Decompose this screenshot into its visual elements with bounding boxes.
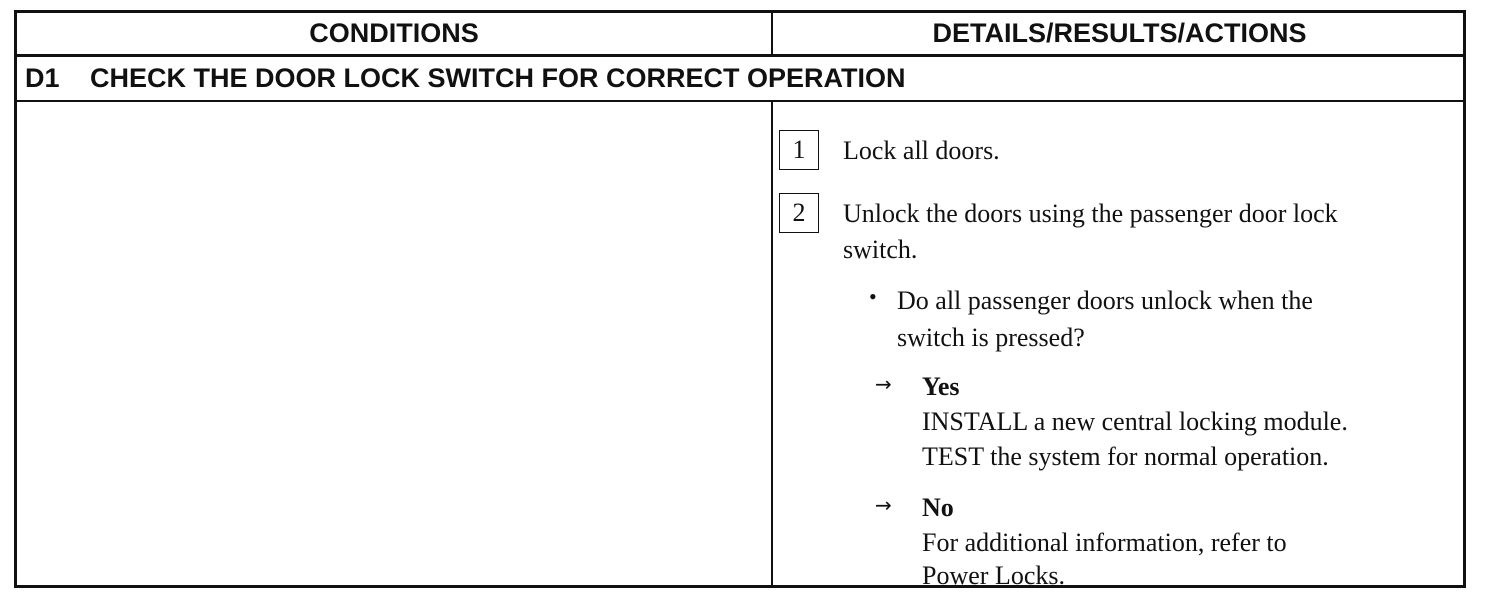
details-cell: 1 Lock all doors. 2 Unlock the doors usi… (773, 102, 1466, 590)
body-column-divider (771, 102, 773, 588)
no-arrow-icon: → (875, 493, 892, 517)
yes-arrow-icon: → (875, 372, 892, 396)
table-header-row: CONDITIONS DETAILS/RESULTS/ACTIONS (17, 13, 1463, 57)
conditions-cell (17, 102, 771, 588)
bullet-icon: • (869, 284, 877, 309)
diagnostic-table: CONDITIONS DETAILS/RESULTS/ACTIONS D1 CH… (14, 10, 1466, 590)
no-label: No (922, 493, 954, 522)
question-line1: Do all passenger doors unlock when the (897, 286, 1313, 315)
step-title: CHECK THE DOOR LOCK SWITCH FOR CORRECT O… (90, 63, 906, 93)
details-header: DETAILS/RESULTS/ACTIONS (932, 18, 1307, 48)
yes-label: Yes (922, 372, 960, 401)
action-1-text: Lock all doors. (843, 136, 1000, 165)
yes-line1: INSTALL a new central locking module. (922, 407, 1348, 436)
action-1-number: 1 (779, 130, 819, 170)
header-column-divider (771, 13, 773, 57)
step-id: D1 (25, 63, 60, 93)
no-line1: For additional information, refer to (922, 528, 1287, 557)
question-line2: switch is pressed? (897, 323, 1085, 352)
action-2-line1: Unlock the doors using the passenger doo… (843, 199, 1338, 228)
step-title-row: D1 CHECK THE DOOR LOCK SWITCH FOR CORREC… (17, 57, 1463, 102)
action-2-line2: switch. (843, 235, 918, 264)
conditions-header: CONDITIONS (309, 18, 479, 48)
action-2-number: 2 (779, 193, 819, 233)
no-line2: Power Locks. (922, 561, 1065, 590)
yes-line2: TEST the system for normal operation. (922, 442, 1329, 471)
